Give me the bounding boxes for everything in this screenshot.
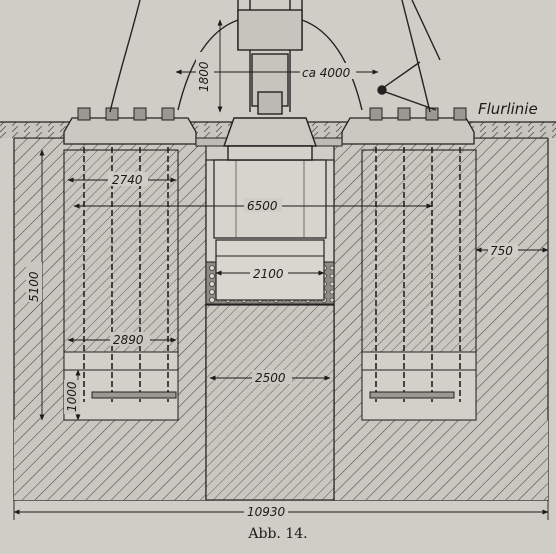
right-anchor-chamber	[361, 149, 477, 421]
figure-caption: Abb. 14.	[248, 526, 308, 542]
hammer-frame	[109, 0, 441, 161]
dim-750: 750	[490, 244, 513, 258]
left-anchor-bolts	[83, 120, 177, 402]
dim-2740: 2740	[112, 173, 143, 187]
right-anchor-bolts	[369, 120, 461, 402]
dim-ca4000: ca 4000	[302, 66, 351, 80]
dim-2500: 2500	[255, 371, 286, 385]
ground-label: Flurlinie	[478, 100, 538, 118]
dim-1000: 1000	[65, 381, 79, 412]
dim-2100: 2100	[253, 267, 284, 281]
dim-1800: 1800	[197, 61, 211, 92]
machine-base-plates	[63, 107, 475, 147]
dim-10930: 10930	[247, 505, 286, 519]
dim-5100: 5100	[27, 271, 41, 302]
left-anchor-chamber	[63, 149, 179, 421]
dim-6500: 6500	[247, 199, 278, 213]
dim-2890: 2890	[113, 333, 144, 347]
